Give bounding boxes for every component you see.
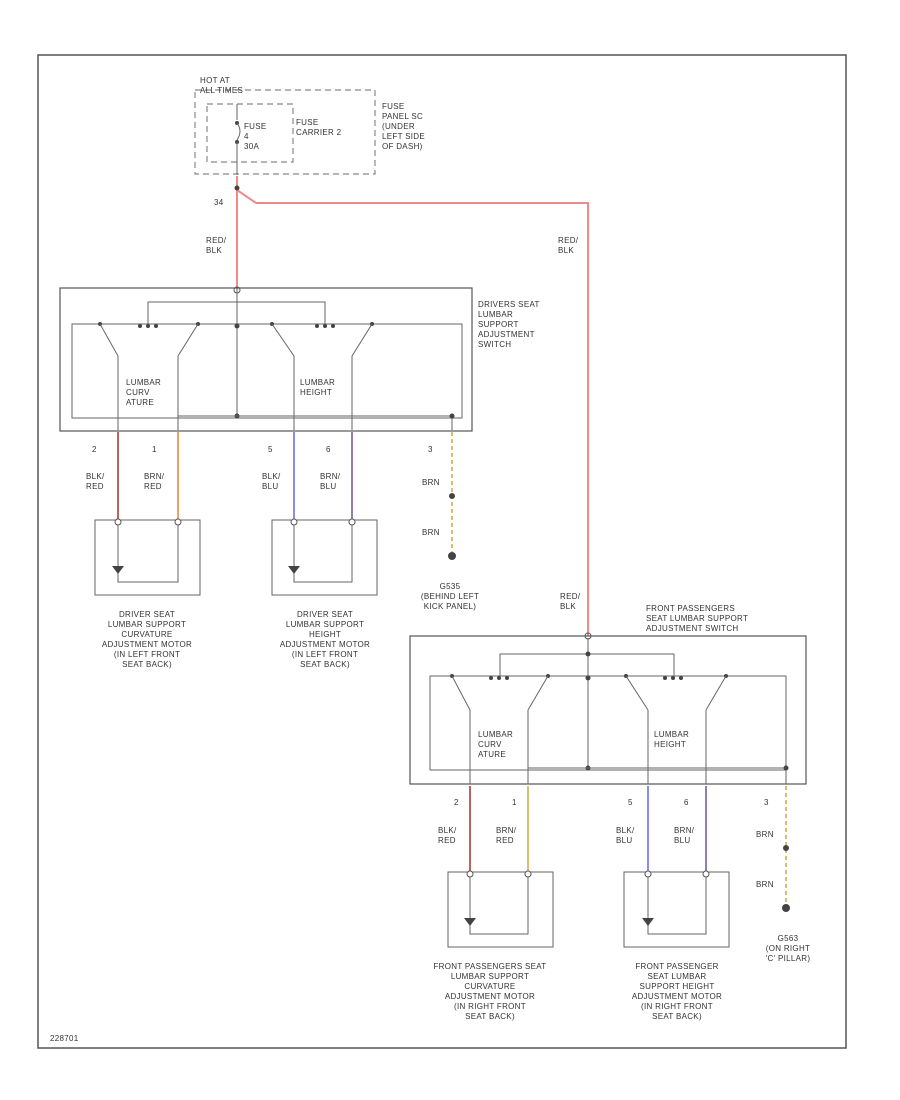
driver-pin-2: 2 (92, 445, 97, 454)
wire-label-d-height-b: BRN/ BLU (320, 472, 341, 491)
fuse-carrier-label: FUSE CARRIER 2 (296, 118, 342, 137)
pass-height-label: LUMBAR HEIGHT (654, 730, 690, 749)
wire-label-p-height-a: BLK/ BLU (616, 826, 635, 845)
motor-d-height-label: DRIVER SEAT LUMBAR SUPPORT HEIGHT ADJUST… (279, 610, 371, 669)
driver-pin-1: 1 (152, 445, 157, 454)
pass-pin-5: 5 (628, 798, 633, 807)
fuse-pin-label: 34 (214, 198, 224, 207)
pass-pin-3: 3 (764, 798, 769, 807)
wire-label-p-height-b: BRN/ BLU (674, 826, 695, 845)
ground-g563-icon (782, 904, 790, 912)
ground-g535-icon (448, 552, 456, 560)
wire-label-feed-left: RED/ BLK (206, 236, 227, 255)
motor-p-height (623, 870, 730, 948)
wire-label-p-curv-b: BRN/ RED (496, 826, 517, 845)
fuse-panel-label: FUSE PANEL SC (UNDER LEFT SIDE OF DASH) (382, 102, 426, 151)
driver-pin-6: 6 (326, 445, 331, 454)
wire-label-feed-right: RED/ BLK (558, 236, 579, 255)
wire-label-feed-pass: RED/ BLK (560, 592, 581, 611)
pass-pin-6: 6 (684, 798, 689, 807)
hot-at-label: HOT AT ALL TIMES (200, 76, 244, 95)
fuse-carrier-box (206, 103, 294, 163)
ground-g535-label: G535 (BEHIND LEFT KICK PANEL) (420, 582, 480, 611)
wire-label-p-gnd-b: BRN (756, 880, 774, 889)
driver-pin-5: 5 (268, 445, 273, 454)
fuse-label: FUSE 4 30A (244, 122, 267, 151)
driver-switch-box (59, 287, 473, 432)
motor-p-curvature-label: FRONT PASSENGERS SEAT LUMBAR SUPPORT CUR… (433, 962, 547, 1021)
driver-pin-3: 3 (428, 445, 433, 454)
wire-label-d-curv-b: BRN/ RED (144, 472, 165, 491)
pass-switch-name: FRONT PASSENGERS SEAT LUMBAR SUPPORT ADJ… (646, 604, 749, 633)
driver-switch-name: DRIVERS SEAT LUMBAR SUPPORT ADJUSTMENT S… (478, 300, 540, 349)
driver-height-label: LUMBAR HEIGHT (300, 378, 336, 397)
driver-curvature-label: LUMBAR CURV ATURE (126, 378, 162, 407)
motor-p-height-label: FRONT PASSENGER SEAT LUMBAR SUPPORT HEIG… (631, 962, 723, 1021)
wire-red-blk-feed (236, 176, 589, 636)
diagram-code: 228701 (50, 1034, 79, 1043)
pass-switch-box (409, 635, 807, 785)
motor-d-height (271, 518, 378, 596)
wire-label-d-height-a: BLK/ BLU (262, 472, 281, 491)
wire-label-d-gnd-b: BRN (422, 528, 440, 537)
wire-label-p-curv-a: BLK/ RED (438, 826, 457, 845)
diagram-border (37, 54, 847, 1049)
fuse-symbol (235, 104, 241, 175)
fuse-panel-box (194, 89, 376, 175)
pass-curvature-label: LUMBAR CURV ATURE (478, 730, 514, 759)
pass-pin-1: 1 (512, 798, 517, 807)
motor-d-curvature (94, 518, 201, 596)
wire-label-d-gnd-a: BRN (422, 478, 440, 487)
wire-label-p-gnd-a: BRN (756, 830, 774, 839)
wire-label-d-curv-a: BLK/ RED (86, 472, 105, 491)
motor-d-curvature-label: DRIVER SEAT LUMBAR SUPPORT CURVATURE ADJ… (101, 610, 193, 669)
pass-pin-2: 2 (454, 798, 459, 807)
motor-p-curvature (447, 870, 554, 948)
ground-g563-label: G563 (ON RIGHT 'C' PILLAR) (765, 934, 811, 963)
